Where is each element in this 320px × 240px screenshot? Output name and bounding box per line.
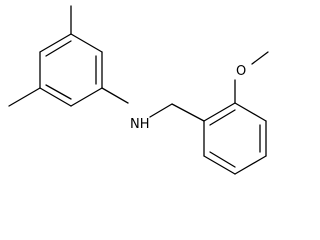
bond-right-ring-3 (234, 155, 267, 175)
bond-right-ring-5 (234, 102, 267, 122)
bond-left-ring-1 (70, 33, 103, 53)
oxygen-label: O (236, 64, 246, 79)
bond-methyl-left (8, 87, 41, 107)
bond-oxygen-to-methyl (251, 51, 269, 65)
methoxy-group: O (234, 51, 269, 104)
methyl-groups (8, 5, 72, 107)
bond-right-ring-6 (203, 102, 236, 122)
bond-right-ring-2-inner (209, 151, 236, 168)
bond-left-ring-6 (39, 33, 72, 53)
bond-ring-to-nitrogen (101, 87, 129, 104)
bond-left-ring-4 (39, 87, 72, 107)
left-ring (39, 33, 103, 107)
bond-left-ring-3 (70, 87, 103, 107)
bond-right-ring-2 (203, 155, 236, 175)
bond-left-ring-6-inner (45, 40, 72, 57)
right-ring (203, 102, 267, 175)
bond-nitrogen-to-ch2 (149, 103, 173, 118)
bond-ch2-to-right-ring (171, 103, 205, 122)
amine-linker: NH (101, 87, 205, 132)
bond-right-ring-6-inner (209, 109, 236, 126)
molecule-structure-diagram: NH O (8, 5, 269, 175)
nitrogen-label: NH (130, 117, 150, 132)
bond-left-ring-4-inner (45, 84, 72, 100)
